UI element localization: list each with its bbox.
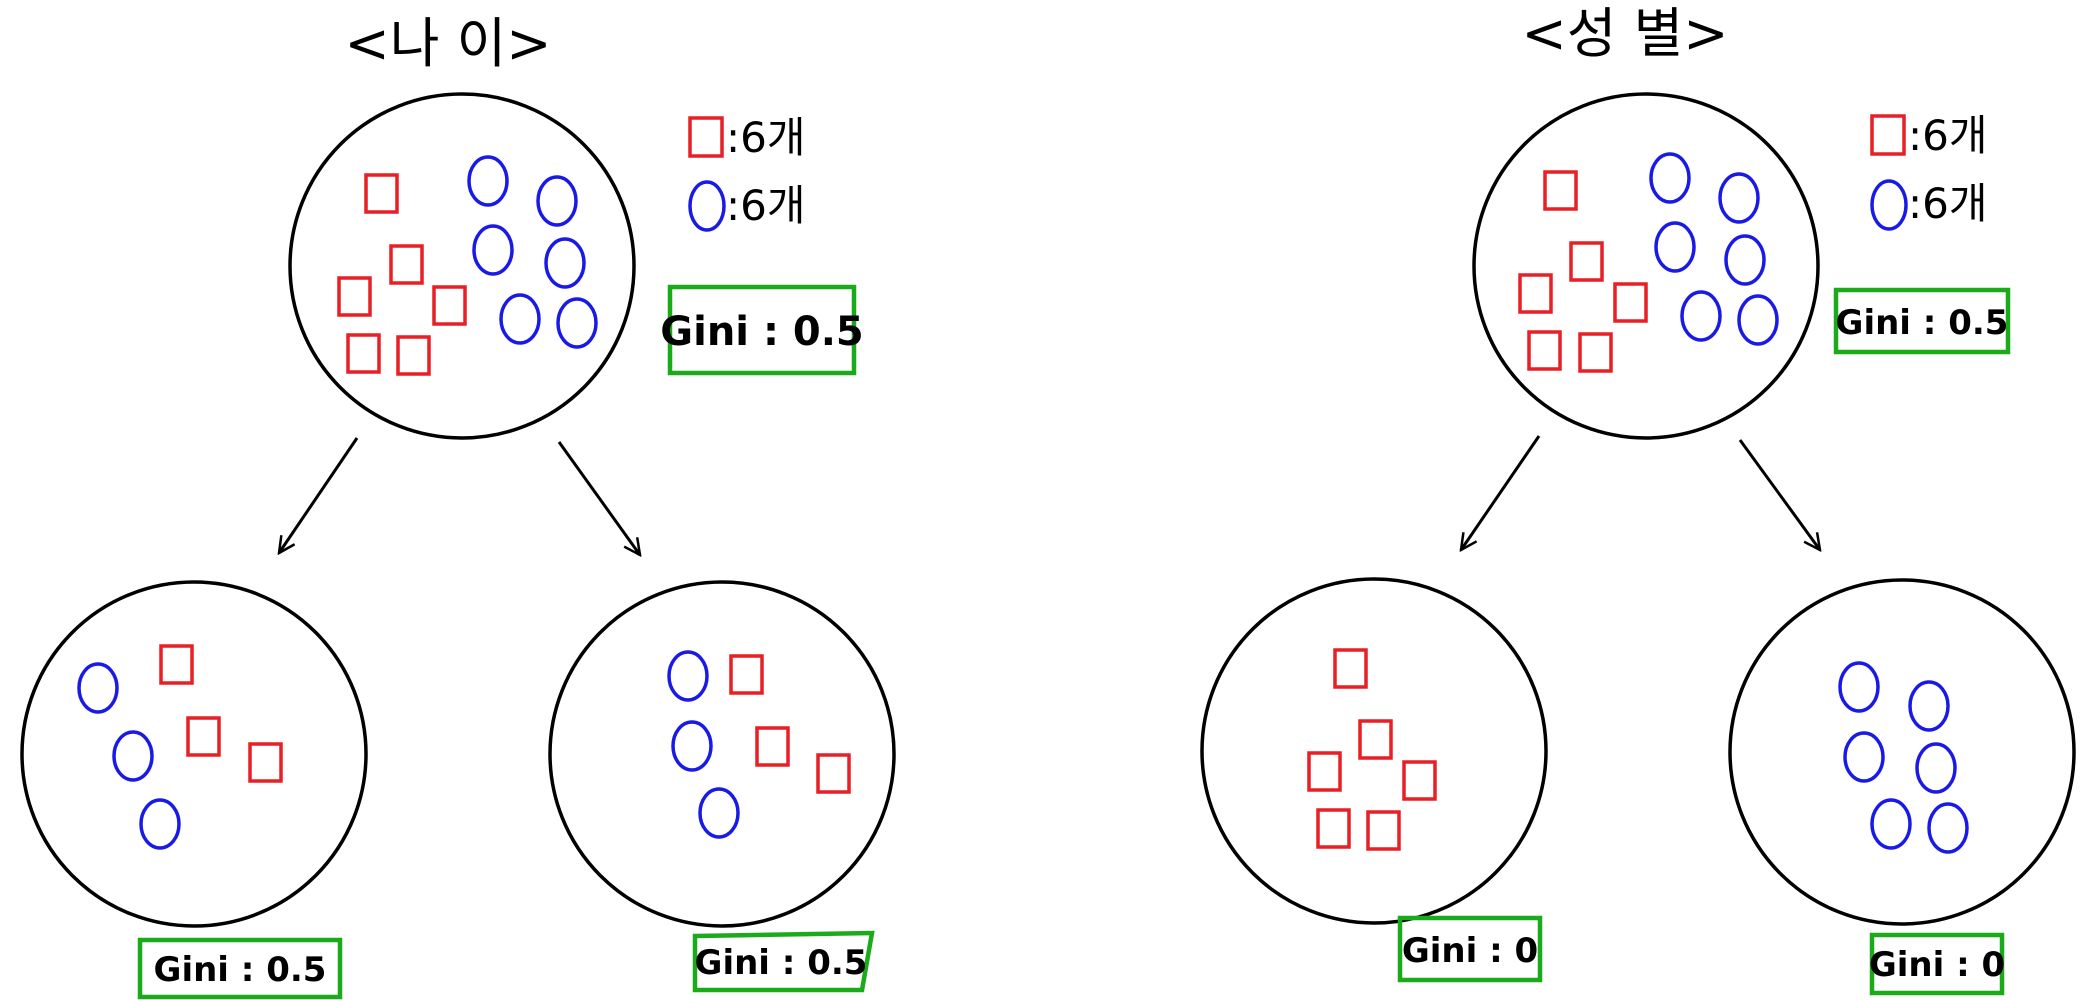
legend-circle-icon — [1870, 179, 1908, 231]
red-square — [1527, 330, 1562, 371]
gini-value: Gini : 0.5 — [660, 309, 863, 355]
legend-circle-icon — [688, 180, 726, 232]
red-square — [346, 333, 381, 374]
node-circle — [1472, 92, 1820, 440]
blue-circle — [1870, 798, 1912, 850]
red-square — [1402, 760, 1437, 801]
legend-circle-count: :6개 — [1908, 179, 1988, 228]
legend-square-icon — [1870, 114, 1906, 156]
red-square — [1307, 751, 1342, 792]
blue-circle — [1737, 294, 1779, 346]
blue-circle — [1654, 221, 1696, 273]
blue-circle — [472, 224, 514, 276]
blue-circle — [77, 662, 119, 714]
legend: :6개 :6개 — [1870, 111, 1988, 231]
blue-circle — [556, 297, 598, 349]
legend-circle-count: :6개 — [726, 181, 806, 230]
red-square — [432, 285, 467, 326]
red-square — [1333, 648, 1368, 689]
red-square — [1569, 241, 1604, 282]
gini-box: Gini : 0.5 — [1833, 287, 2011, 355]
blue-circle — [1927, 802, 1969, 854]
node-circle — [1200, 577, 1548, 925]
red-square — [364, 173, 399, 214]
red-square — [729, 654, 764, 695]
split-arrow-right — [1738, 439, 1820, 550]
blue-circle — [1915, 742, 1957, 794]
red-square — [186, 716, 221, 757]
gini-box: Gini : 0 — [1869, 932, 2005, 996]
red-square — [389, 244, 424, 285]
gini-box: Gini : 0.5 — [692, 930, 875, 993]
blue-circle — [467, 155, 509, 207]
red-square — [1358, 719, 1393, 760]
gini-box: Gini : 0 — [1397, 915, 1543, 983]
panel-title: <나 이> — [344, 12, 551, 75]
node-circle — [288, 92, 636, 440]
gini-value: Gini : 0.5 — [154, 950, 327, 990]
legend-square-icon — [688, 116, 724, 158]
split-arrow-left — [1461, 435, 1541, 550]
split-arrow-left — [279, 437, 359, 553]
child-node-left — [20, 580, 368, 928]
blue-circle — [667, 650, 709, 702]
blue-circle — [112, 730, 154, 782]
split-arrow-right — [557, 441, 640, 555]
panel-title: <성 별> — [1521, 2, 1728, 65]
gini-value: Gini : 0 — [1402, 931, 1538, 971]
root-node — [288, 92, 636, 440]
blue-circle — [499, 293, 541, 345]
blue-circle — [1724, 234, 1766, 286]
blue-circle — [1718, 172, 1760, 224]
gini-value: Gini : 0 — [1869, 945, 2005, 985]
child-node-right — [1728, 578, 2076, 926]
blue-circle — [1843, 731, 1885, 783]
gini-value: Gini : 0.5 — [695, 943, 868, 983]
gini-value: Gini : 0.5 — [1836, 303, 2009, 343]
red-square — [1316, 808, 1351, 849]
red-square — [248, 742, 283, 783]
gini-box: Gini : 0.5 — [660, 284, 864, 376]
red-square — [1543, 170, 1578, 211]
node-circle — [548, 580, 896, 928]
legend-square-count: :6개 — [1908, 111, 1988, 160]
red-square — [159, 644, 194, 685]
blue-circle — [1649, 152, 1691, 204]
red-square — [337, 276, 372, 317]
legend-square-count: :6개 — [726, 113, 806, 162]
root-node — [1472, 92, 1820, 440]
legend: :6개 :6개 — [688, 113, 806, 232]
red-square — [816, 753, 851, 794]
panel-age: <나 이> :6개 :6개 Gini : 0.5 — [20, 12, 896, 1000]
node-circle — [20, 580, 368, 928]
red-square — [1578, 332, 1613, 373]
child-node-right — [548, 580, 896, 928]
blue-circle — [1680, 290, 1722, 342]
red-square — [1518, 273, 1553, 314]
node-circle — [1728, 578, 2076, 926]
red-square — [755, 726, 790, 767]
blue-circle — [1908, 680, 1950, 732]
blue-circle — [536, 175, 578, 227]
blue-circle — [139, 798, 181, 850]
red-square — [1613, 282, 1648, 323]
child-node-left — [1200, 577, 1548, 925]
gini-box: Gini : 0.5 — [137, 937, 343, 1000]
blue-circle — [1838, 661, 1880, 713]
panel-gender: <성 별> :6개 :6개 Gini : 0.5 — [1200, 2, 2076, 996]
red-square — [396, 335, 431, 376]
blue-circle — [698, 787, 740, 839]
blue-circle — [671, 720, 713, 772]
red-square — [1366, 810, 1401, 851]
blue-circle — [544, 237, 586, 289]
